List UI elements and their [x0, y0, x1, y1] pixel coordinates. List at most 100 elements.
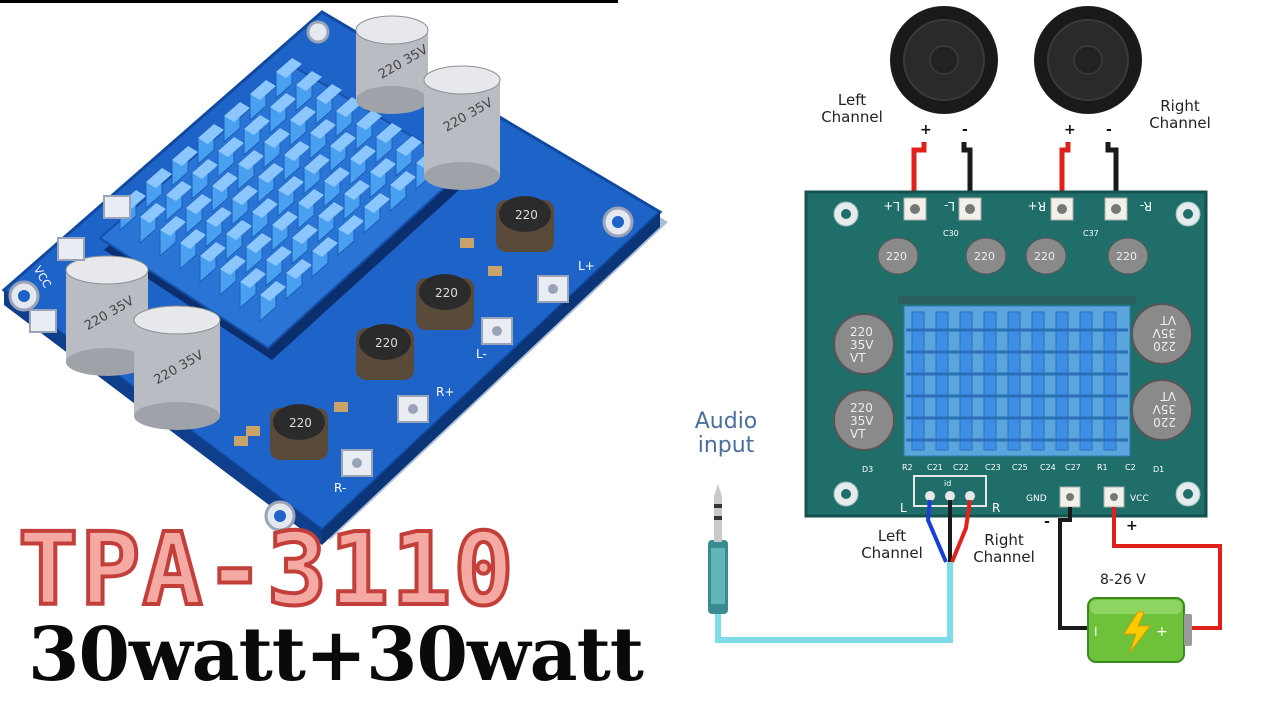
pad-label-vcc: VCC: [1130, 494, 1149, 504]
capacitor-large-label: 35V: [850, 414, 874, 428]
capacitor-small-icon: [877, 237, 919, 275]
capacitor-large-label: 220: [1153, 339, 1176, 353]
capacitor-large-body: [1131, 379, 1193, 441]
svg-text:220: 220: [289, 416, 312, 430]
heatsink-fin-top: [324, 167, 350, 187]
svg-text:220: 220: [515, 208, 538, 222]
svg-text:C2: C2: [1125, 463, 1136, 472]
capacitor-large-body: [833, 389, 895, 451]
pad-label-rminus: R-: [1140, 199, 1152, 213]
svg-text:L+: L+: [578, 259, 595, 273]
pad-l-minus: L-: [476, 317, 513, 361]
svg-text:+: +: [1156, 624, 1168, 640]
pad-label-rplus: R+: [1028, 199, 1046, 213]
battery-icon: I +: [1087, 597, 1192, 663]
svg-text:C24: C24: [1040, 463, 1056, 472]
heatsink-fin-top: [264, 128, 290, 148]
heatsink-fin-top: [220, 255, 246, 275]
svg-text:R1: R1: [1097, 463, 1108, 472]
heatsink-fin-top: [192, 159, 218, 179]
heatsink-fin-top: [186, 194, 212, 214]
pad-out-rminus: [1104, 197, 1128, 221]
sign-left-plus: +: [920, 122, 932, 138]
heatsink-fin-top: [250, 80, 276, 100]
heatsink-fin-top: [240, 268, 266, 288]
heatsink-fin-top: [224, 102, 250, 122]
product-subtitle: 30watt+30watt: [28, 612, 644, 698]
heatsink-fin-top: [290, 106, 316, 126]
diagram-fin: [1103, 311, 1117, 451]
mount-holes: [833, 201, 1201, 507]
sign-vcc-plus: +: [1126, 518, 1138, 534]
diagram-heatsink-fins: [906, 311, 1128, 451]
capacitor-small-icon: [965, 237, 1007, 275]
pad-gnd: [57, 195, 131, 261]
capacitor-large-label: 220: [1153, 415, 1176, 429]
pad-out-lplus: [903, 197, 927, 221]
capacitor-top-2: 220 35V: [423, 65, 501, 190]
svg-text:220: 220: [435, 286, 458, 300]
inductor-4: 220: [270, 404, 328, 460]
capacitor-top-1: 220 35V: [355, 15, 431, 114]
heatsink-fin-top: [356, 110, 382, 130]
heatsink-fins: [119, 56, 442, 323]
input-pin-r: [965, 491, 975, 501]
wire-left-minus: [961, 142, 973, 205]
heatsink-fin-top: [180, 229, 206, 249]
heatsink-fin-top: [226, 220, 252, 240]
diagram-fin: [1079, 311, 1093, 451]
heatsink-fin-top: [252, 198, 278, 218]
heatsink-fin-top: [284, 141, 310, 161]
heatsink-fin-top: [390, 171, 416, 191]
input-right-label: Right Channel: [973, 531, 1035, 566]
heatsink-fin-top: [160, 216, 186, 236]
capacitor-small-label: 220: [886, 250, 907, 263]
pcb-edge-right: [322, 212, 660, 545]
pad-vcc: [1103, 486, 1125, 508]
heatsink-fin-top: [278, 176, 304, 196]
wire-input-right: [950, 499, 972, 563]
pad-out-lminus: [958, 197, 982, 221]
heatsink-fin-top: [272, 211, 298, 231]
svg-text:I: I: [1094, 625, 1098, 639]
heatsink-fin-top: [200, 242, 226, 262]
sign-right-minus: -: [1106, 122, 1112, 138]
diagram-fin: [1031, 311, 1045, 451]
svg-text:C23: C23: [985, 463, 1001, 472]
svg-text:D1: D1: [1153, 465, 1164, 474]
svg-text:C22: C22: [953, 463, 969, 472]
input-label-l: L: [900, 501, 907, 515]
label-c30: C30: [943, 229, 959, 238]
capacitor-small-label: 220: [1034, 250, 1055, 263]
sign-left-minus: -: [962, 122, 968, 138]
pad-gnd: [1059, 486, 1081, 508]
pad-label-lplus: L+: [883, 199, 900, 213]
mount-hole-center: [612, 216, 624, 228]
heatsink-fin-top: [318, 202, 344, 222]
diagram-fin: [1055, 311, 1069, 451]
smd-part: [460, 238, 474, 248]
capacitor-small-label: 220: [974, 250, 995, 263]
wire-power-positive: [1112, 507, 1222, 630]
capacitor-large-body: [1131, 303, 1193, 365]
sign-right-plus: +: [1064, 122, 1076, 138]
input-pin-g: [945, 491, 955, 501]
heatsink-fin-top: [206, 207, 232, 227]
svg-text:C21: C21: [927, 463, 943, 472]
heatsink-fin-top: [304, 154, 330, 174]
input-label-id: id: [944, 479, 951, 488]
diagram-fin: [959, 311, 973, 451]
heatsink-fin-top: [310, 119, 336, 139]
speaker-left-icon: [890, 6, 998, 114]
heatsink-fin-top: [296, 71, 322, 91]
audio-input-label: Audio input: [694, 409, 758, 459]
heatsink-fin-top: [198, 124, 224, 144]
capacitor-large-label: VT: [1160, 389, 1176, 403]
wire-right-plus: [1059, 142, 1071, 205]
diagram-fin: [911, 311, 925, 451]
heatsink-fin-top: [344, 180, 370, 200]
pad-label-gnd: GND: [1026, 494, 1047, 504]
